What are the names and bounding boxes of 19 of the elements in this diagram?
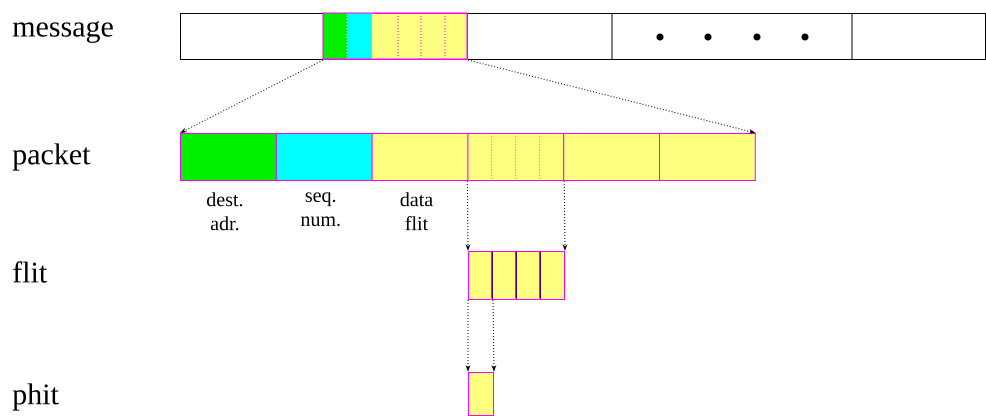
header-cell [276, 133, 373, 181]
row-label: flit [13, 261, 48, 283]
cell-caption: dest. adr. [207, 192, 242, 230]
row-label: message [12, 21, 113, 43]
phit-cell [515, 251, 541, 300]
row-label: phit [12, 383, 59, 411]
row-label: packet [12, 143, 90, 171]
data-cell [372, 133, 468, 181]
packet-segment [322, 12, 468, 60]
cell-caption: data flit [400, 192, 433, 230]
phit-cell [491, 251, 517, 300]
phit-cell [468, 251, 493, 300]
data-cell [563, 133, 660, 181]
data-cell [659, 133, 756, 181]
header-cell [180, 133, 277, 181]
phit-cell [468, 372, 494, 416]
cell-caption: seq. num. [300, 192, 340, 226]
flit-cell [467, 132, 564, 181]
phit-cell [539, 251, 565, 300]
